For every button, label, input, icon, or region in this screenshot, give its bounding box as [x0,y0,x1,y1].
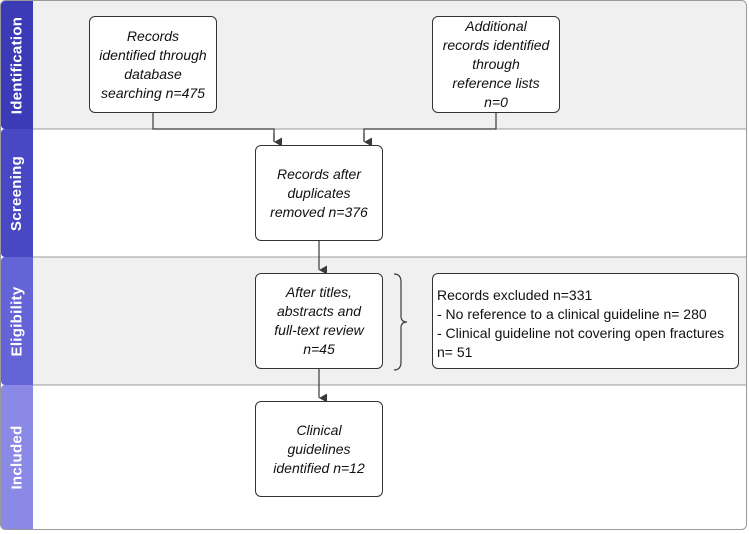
box-reference-records: Additional records identified through re… [432,16,560,113]
box-review-text: After titles, abstracts and full-text re… [274,284,364,357]
box-after-review: After titles, abstracts and full-text re… [255,273,383,369]
connector-reference-to-duplicates [363,113,497,141]
stage-screening: Screening [1,129,33,257]
brace-connector [393,273,408,371]
box-database-text: Records identified through database sear… [99,27,207,101]
excluded-title: Records excluded n=331 [437,287,593,303]
box-records-excluded: Records excluded n=331 - No reference to… [432,273,739,369]
stage-eligibility: Eligibility [1,257,33,385]
box-included-text: Clinical guidelines identified n=12 [273,421,365,476]
box-reference-text: Additional records identified through re… [442,18,550,110]
box-duplicates-text: Records after duplicates removed n=376 [270,165,368,220]
stage-identification: Identification [1,1,33,129]
excluded-reason-2: - Clinical guideline not covering open f… [437,325,725,341]
box-included-guidelines: Clinical guidelines identified n=12 [255,401,383,497]
excluded-reason-1: - No reference to a clinical guideline n… [437,306,707,322]
connector-database-to-duplicates [152,113,275,141]
box-after-duplicates: Records after duplicates removed n=376 [255,145,383,241]
excluded-reason-2-count: n= 51 [437,344,473,360]
stage-included: Included [1,385,33,529]
box-database-records: Records identified through database sear… [89,16,217,113]
